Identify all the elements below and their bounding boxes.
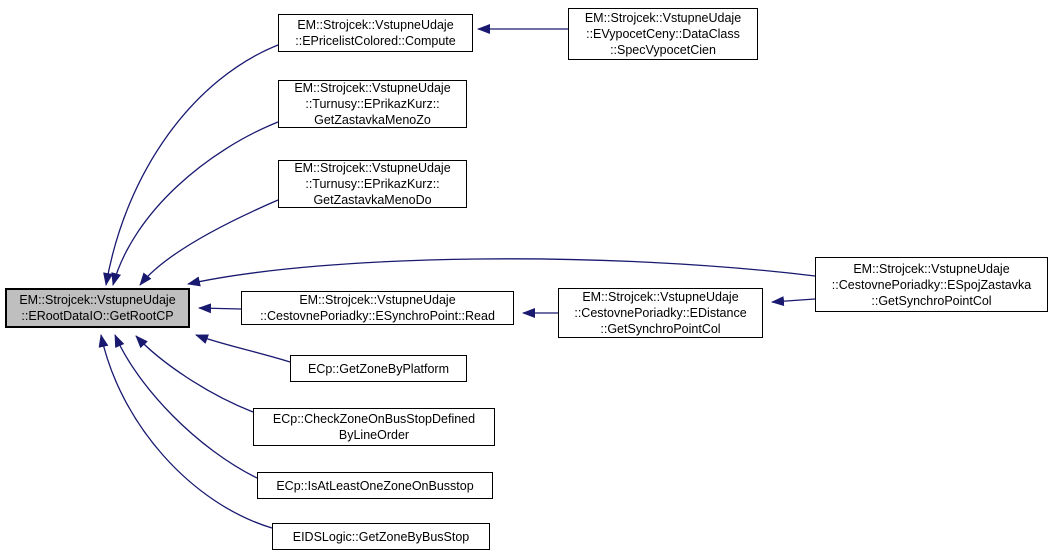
edge-getzastavkamenodo-to-getrootcp (139, 199, 279, 286)
edge-getzastavkamenozo-to-getrootcp (111, 121, 279, 286)
node-getzastavkamenodo[interactable]: EM::Strojcek::VstupneUdaje ::Turnusy::EP… (278, 160, 467, 208)
node-isatleastonezoneonbusstop[interactable]: ECp::IsAtLeastOneZoneOnBusstop (257, 472, 493, 499)
edge-compute-to-getrootcp (103, 44, 279, 286)
node-getzonebybusstop[interactable]: EIDSLogic::GetZoneByBusStop (272, 523, 490, 550)
node-edistance-getsynchropointcol[interactable]: EM::Strojcek::VstupneUdaje ::CestovnePor… (558, 288, 763, 338)
node-esynchropoint-read[interactable]: EM::Strojcek::VstupneUdaje ::CestovnePor… (241, 291, 514, 325)
node-getzonebyplatform[interactable]: ECp::GetZoneByPlatform (290, 355, 467, 382)
edge-read-to-getrootcp (198, 303, 242, 314)
node-getrootcp: EM::Strojcek::VstupneUdaje ::ERootDataIO… (5, 288, 190, 328)
node-specvypocetcien[interactable]: EM::Strojcek::VstupneUdaje ::EVypocetCen… (568, 8, 758, 60)
node-getzastavkamenozo[interactable]: EM::Strojcek::VstupneUdaje ::Turnusy::EP… (278, 80, 467, 128)
edge-espojzastavka-to-getrootcp (187, 258, 816, 287)
edge-isatleast-to-getrootcp (114, 334, 258, 479)
edge-getzonebybusstop-to-getrootcp (98, 334, 273, 529)
edge-espojzastavka-to-edistance (771, 296, 816, 307)
node-compute[interactable]: EM::Strojcek::VstupneUdaje ::EPricelistC… (278, 14, 473, 52)
node-espojzastavka-getsynchropointcol[interactable]: EM::Strojcek::VstupneUdaje ::CestovnePor… (815, 257, 1048, 312)
node-checkzoneonbusstopdefinedbylineorder[interactable]: ECp::CheckZoneOnBusStopDefined ByLineOrd… (253, 408, 495, 446)
edge-getzonebyplatform-to-getrootcp (195, 334, 291, 363)
edge-checkzone-to-getrootcp (135, 335, 254, 413)
